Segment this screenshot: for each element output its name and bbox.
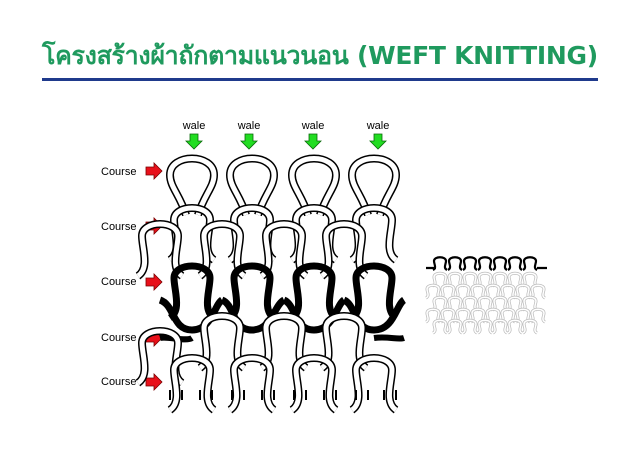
course-arrows <box>145 162 163 391</box>
wale-label-3: wale <box>301 120 325 132</box>
course-label-1: Course <box>101 166 136 178</box>
title-divider <box>42 78 598 81</box>
wale-label-2: wale <box>237 120 261 132</box>
course-arrow-icon <box>145 273 163 291</box>
thumbnail-top-course <box>426 256 547 272</box>
wale-arrow-icon <box>369 133 387 150</box>
fabric-thumbnail <box>418 242 552 338</box>
course-arrow-icon <box>145 373 163 391</box>
knit-fabric <box>138 159 407 411</box>
wale-labels: wale wale wale wale <box>182 120 390 132</box>
course-label-3: Course <box>101 276 136 288</box>
course-arrow-icon <box>145 162 163 180</box>
page-title: โครงสร้างผ้าถักตามแนวนอน (WEFT KNITTING) <box>42 41 598 70</box>
course-label-2: Course <box>101 221 136 233</box>
course-labels: Course Course Course Course Course <box>101 166 136 388</box>
course-label-4: Course <box>101 332 136 344</box>
wale-label-4: wale <box>366 120 390 132</box>
wale-arrow-icon <box>240 133 258 150</box>
course-label-5: Course <box>101 376 136 388</box>
wale-label-1: wale <box>182 120 206 132</box>
wale-arrow-icon <box>304 133 322 150</box>
wale-arrow-icon <box>185 133 203 150</box>
wale-arrows <box>185 133 387 150</box>
